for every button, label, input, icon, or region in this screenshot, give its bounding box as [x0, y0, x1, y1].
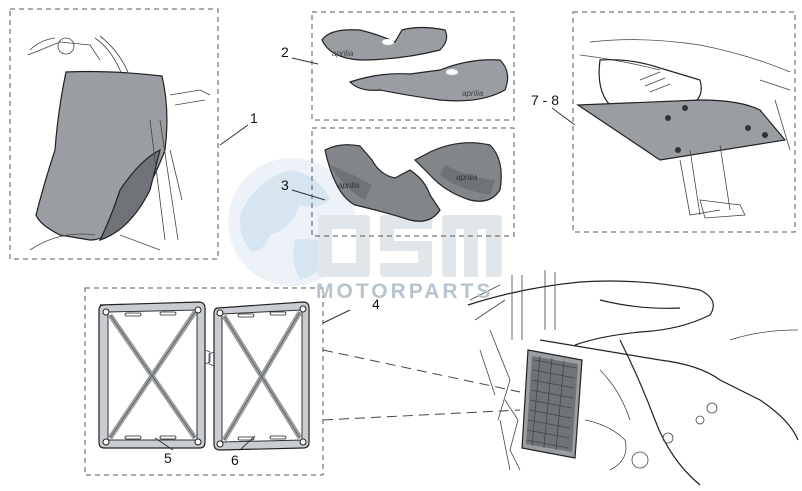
watermark-logo — [228, 158, 502, 286]
callout-1: 1 — [250, 110, 258, 126]
callout-6: 6 — [231, 452, 239, 468]
box-part-1 — [9, 8, 219, 260]
callout-5: 5 — [164, 450, 172, 466]
hand-guards-drawing-2: aprilia aprilia — [321, 26, 509, 102]
callout-2: 2 — [281, 44, 289, 60]
box-part-4 — [84, 287, 324, 476]
leader-lines — [154, 57, 576, 451]
brand-label: aprilia — [338, 181, 360, 190]
brand-label: aprilia — [456, 173, 478, 182]
callout-3: 3 — [281, 177, 289, 193]
hand-guards-drawing-3: aprilia aprilia — [324, 142, 502, 222]
brand-label: aprilia — [332, 49, 354, 58]
front-plate-drawing — [27, 35, 211, 251]
brand-label: aprilia — [462, 89, 484, 98]
side-panel-drawing — [576, 39, 791, 219]
grille-right-drawing — [208, 301, 310, 451]
box-part-2 — [311, 11, 515, 121]
watermark-tagline: MOTORPARTS — [316, 280, 494, 303]
box-part-7-8 — [572, 11, 796, 233]
callout-7-8: 7 - 8 — [531, 92, 560, 108]
motorcycle-radiator-drawing — [467, 270, 799, 486]
grille-left-drawing — [98, 301, 211, 449]
box-part-3 — [311, 127, 515, 237]
callout-4: 4 — [372, 296, 380, 312]
